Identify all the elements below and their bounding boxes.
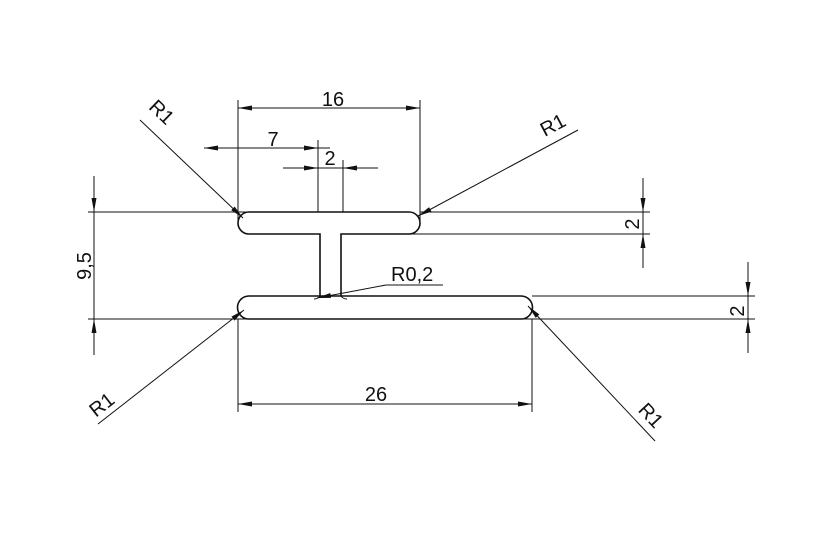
extension-lines bbox=[88, 100, 755, 412]
leader-r1-bottom-right bbox=[527, 305, 656, 442]
leader-r1-top-left bbox=[139, 119, 244, 219]
leader-r1-top-right bbox=[417, 129, 579, 217]
dimension-labels: 16 7 2 R0,2 26 9,5 2 2 R1 R1 R1 R1 bbox=[74, 89, 749, 433]
label-16: 16 bbox=[322, 89, 344, 111]
label-r0-2: R0,2 bbox=[391, 264, 433, 286]
label-2-top-flange: 2 bbox=[622, 218, 644, 229]
dimension-lines bbox=[91, 105, 751, 407]
profile-outline bbox=[236, 211, 534, 320]
label-7: 7 bbox=[267, 129, 278, 151]
label-2-bottom-flange: 2 bbox=[727, 305, 749, 316]
label-r1-top-left: R1 bbox=[144, 96, 178, 130]
leader-lines bbox=[97, 119, 656, 442]
fillet-right bbox=[340, 295, 348, 300]
label-2-web: 2 bbox=[324, 148, 335, 170]
label-r1-bottom-right: R1 bbox=[634, 399, 668, 433]
label-9-5: 9,5 bbox=[74, 252, 96, 280]
label-26: 26 bbox=[365, 384, 387, 406]
bottom-flange bbox=[236, 295, 534, 320]
label-r1-bottom-left: R1 bbox=[85, 389, 119, 422]
leader-r1-bottom-left bbox=[97, 309, 245, 425]
